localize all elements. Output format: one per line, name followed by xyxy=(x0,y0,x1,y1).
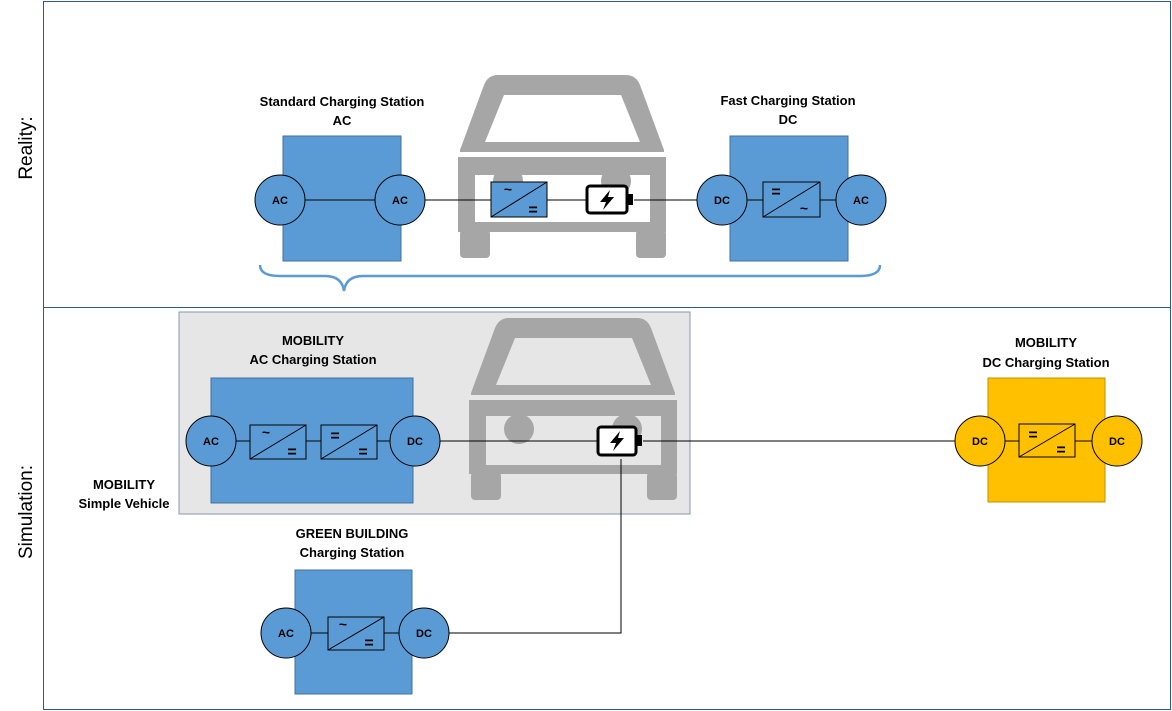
svg-text:DC: DC xyxy=(714,195,730,207)
svg-text:DC: DC xyxy=(1109,436,1125,448)
svg-text:=: = xyxy=(287,444,296,461)
svg-text:=: = xyxy=(358,444,367,461)
svg-text:=: = xyxy=(330,428,339,445)
svg-text:AC: AC xyxy=(853,195,869,207)
ac-station-left-port: AC xyxy=(185,415,237,467)
car-icon xyxy=(458,75,666,258)
dc-station-left-port: DC xyxy=(954,415,1006,467)
curly-brace xyxy=(258,264,882,292)
vehicle-onboard-converter: ~ = xyxy=(490,181,548,219)
svg-text:AC: AC xyxy=(272,195,288,207)
svg-text:AC: AC xyxy=(278,628,294,640)
green-building-right-port: DC xyxy=(398,607,450,659)
fast-charging-station: Fast Charging Station DC xyxy=(720,93,856,262)
svg-text:~: ~ xyxy=(262,424,270,440)
standard-station-title-line1: Standard Charging Station xyxy=(260,94,425,109)
svg-text:DC: DC xyxy=(416,628,432,640)
simple-vehicle-title-line1: MOBILITY xyxy=(93,477,155,492)
dc-station-title-line2: DC Charging Station xyxy=(982,355,1109,370)
dc-station-title-line1: MOBILITY xyxy=(1015,335,1077,350)
reality-section-label: Reality: xyxy=(16,116,37,179)
green-building-title-line2: Charging Station xyxy=(300,545,405,560)
fast-station-right-port: AC xyxy=(835,174,887,226)
fast-station-left-port: DC xyxy=(696,174,748,226)
green-building-left-port: AC xyxy=(260,607,312,659)
ac-station-right-port: DC xyxy=(389,415,441,467)
simulation-wires xyxy=(235,440,1093,634)
ac-station-title-line2: AC Charging Station xyxy=(249,352,376,367)
fast-station-title-line2: DC xyxy=(779,112,798,127)
dc-station-right-port: DC xyxy=(1091,415,1143,467)
green-building-title-line1: GREEN BUILDING xyxy=(296,526,409,541)
ac-station-converter-2: = = xyxy=(320,424,378,461)
standard-station-right-port: AC xyxy=(374,174,426,226)
car-icon xyxy=(469,318,677,500)
simulation-section-frame xyxy=(43,307,1171,710)
svg-text:=: = xyxy=(1056,442,1065,459)
svg-text:DC: DC xyxy=(972,436,988,448)
svg-text:=: = xyxy=(1028,427,1037,444)
svg-text:=: = xyxy=(771,184,780,201)
simulation-section-label: Simulation: xyxy=(16,465,37,559)
svg-text:~: ~ xyxy=(504,181,512,197)
svg-text:DC: DC xyxy=(407,436,423,448)
svg-text:AC: AC xyxy=(203,436,219,448)
battery-icon xyxy=(596,425,642,457)
section-frames xyxy=(43,1,1171,710)
standard-station-title-line2: AC xyxy=(333,113,352,128)
green-building-converter: ~ = xyxy=(327,616,385,652)
svg-text:=: = xyxy=(528,202,537,219)
svg-text:AC: AC xyxy=(392,195,408,207)
ac-station-converter-1: ~ = xyxy=(249,424,307,461)
battery-icon xyxy=(585,184,633,215)
svg-text:~: ~ xyxy=(800,200,808,216)
reality-section-frame xyxy=(43,1,1171,308)
ac-station-title-line1: MOBILITY xyxy=(282,333,344,348)
fast-station-title-line1: Fast Charging Station xyxy=(720,93,855,108)
fast-station-converter: = ~ xyxy=(762,181,821,218)
dc-station-converter: = = xyxy=(1018,423,1076,459)
svg-text:~: ~ xyxy=(339,616,347,632)
svg-text:=: = xyxy=(364,635,373,652)
simple-vehicle-title-line2: Simple Vehicle xyxy=(78,496,169,511)
standard-station-left-port: AC xyxy=(254,174,306,226)
